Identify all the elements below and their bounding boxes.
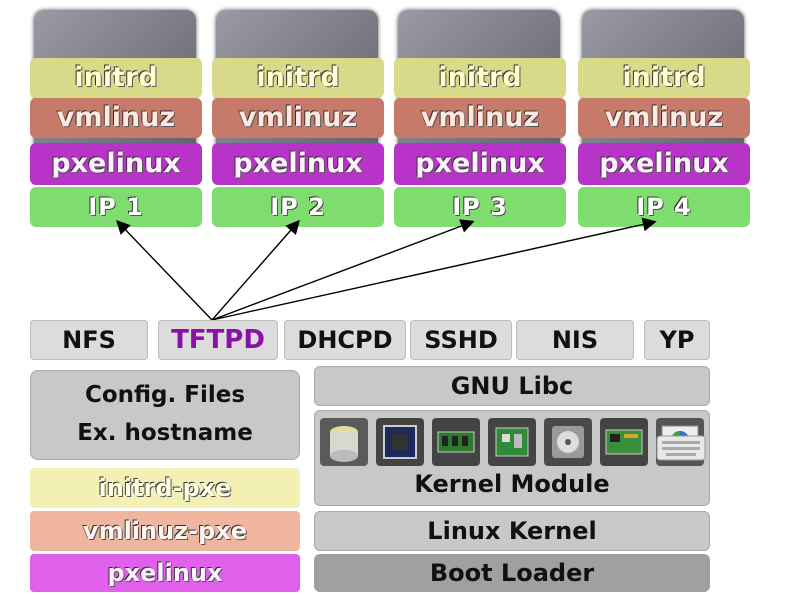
network-card-icon	[488, 418, 536, 466]
client-vmlinuz-layer: vmlinuz	[30, 98, 202, 138]
config-example-label: Ex. hostname	[77, 420, 253, 446]
client-ip-label: IP 4	[578, 187, 750, 227]
dhcpd-service: DHCPD	[284, 320, 406, 360]
client-stack-4: initrd vmlinuz pxelinux IP 4	[578, 10, 750, 227]
sshd-service: SSHD	[410, 320, 512, 360]
client-initrd-layer: initrd	[578, 58, 750, 98]
cpu-chip-icon	[376, 418, 424, 466]
client-stack-3: initrd vmlinuz pxelinux IP 3	[394, 10, 566, 227]
nfs-service: NFS	[30, 320, 148, 360]
arrow-to-ip2	[211, 219, 300, 321]
client-vmlinuz-layer: vmlinuz	[212, 98, 384, 138]
arrow-to-ip4	[211, 217, 657, 321]
kernel-module-label: Kernel Module	[414, 470, 610, 498]
keyboard-device-icon	[656, 430, 706, 464]
server-initrd-file: initrd-pxe	[30, 468, 300, 508]
client-initrd-layer: initrd	[212, 58, 384, 98]
client-ip-label: IP 1	[30, 187, 202, 227]
linux-kernel-layer: Linux Kernel	[314, 511, 710, 551]
client-initrd-layer: initrd	[30, 58, 202, 98]
client-vmlinuz-layer: vmlinuz	[578, 98, 750, 138]
client-pxelinux-layer: pxelinux	[578, 143, 750, 185]
expansion-card-icon	[600, 418, 648, 466]
client-pxelinux-layer: pxelinux	[30, 143, 202, 185]
gnu-libc-layer: GNU Libc	[314, 366, 710, 406]
client-ip-label: IP 2	[212, 187, 384, 227]
client-stack-1: initrd vmlinuz pxelinux IP 1	[30, 10, 202, 227]
config-files-label: Config. Files	[84, 382, 246, 408]
tftpd-service: TFTPD	[158, 320, 278, 360]
arrow-to-ip1	[116, 219, 213, 321]
boot-loader-layer: Boot Loader	[314, 554, 710, 592]
yp-service: YP	[644, 320, 710, 360]
client-pxelinux-layer: pxelinux	[212, 143, 384, 185]
server-vmlinuz-file: vmlinuz-pxe	[30, 511, 300, 551]
client-vmlinuz-layer: vmlinuz	[394, 98, 566, 138]
client-initrd-layer: initrd	[394, 58, 566, 98]
server-pxelinux-file: pxelinux	[30, 554, 300, 592]
client-pxelinux-layer: pxelinux	[394, 143, 566, 185]
client-stack-2: initrd vmlinuz pxelinux IP 2	[212, 10, 384, 227]
arrow-to-ip3	[211, 219, 475, 321]
nis-service: NIS	[516, 320, 634, 360]
memory-module-icon	[432, 418, 480, 466]
disk-drive-icon	[320, 418, 368, 466]
hard-disk-icon	[544, 418, 592, 466]
client-ip-label: IP 3	[394, 187, 566, 227]
config-files-box: Config. Files Ex. hostname	[30, 370, 300, 460]
